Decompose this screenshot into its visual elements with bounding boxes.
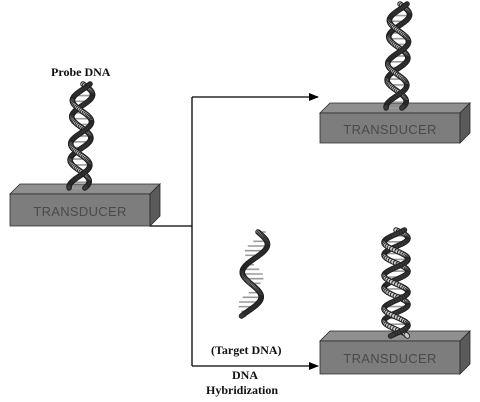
probe-dna-helix	[66, 81, 96, 191]
transducer-label: TRANSDUCER	[343, 122, 436, 137]
hybridization-label-line1: DNA	[232, 368, 258, 382]
strand-segment	[239, 313, 245, 318]
target-dna-label: (Target DNA)	[211, 343, 282, 357]
strand-segment	[404, 333, 410, 338]
transducer-main: TRANSDUCER	[9, 183, 161, 227]
strand-segment	[388, 333, 395, 338]
probe-dna-label: Probe DNA	[51, 65, 111, 79]
slab-side	[459, 330, 471, 375]
hybridization-label-line2: Hybridization	[206, 383, 279, 397]
slab-side	[149, 183, 161, 227]
transducer-bottom-result: TRANSDUCER	[319, 330, 471, 375]
strand-segment	[83, 185, 88, 190]
probe-dna-helix-top-result	[383, 1, 413, 111]
hybridized-dna-double-helix	[381, 227, 411, 339]
transducer-top-result: TRANSDUCER	[319, 102, 471, 144]
strand-segment	[400, 105, 405, 110]
arrows	[150, 93, 319, 370]
transducer-label: TRANSDUCER	[343, 351, 436, 366]
target-dna-helix	[238, 229, 271, 319]
transducer-label: TRANSDUCER	[33, 204, 126, 219]
slab-side	[459, 102, 471, 144]
